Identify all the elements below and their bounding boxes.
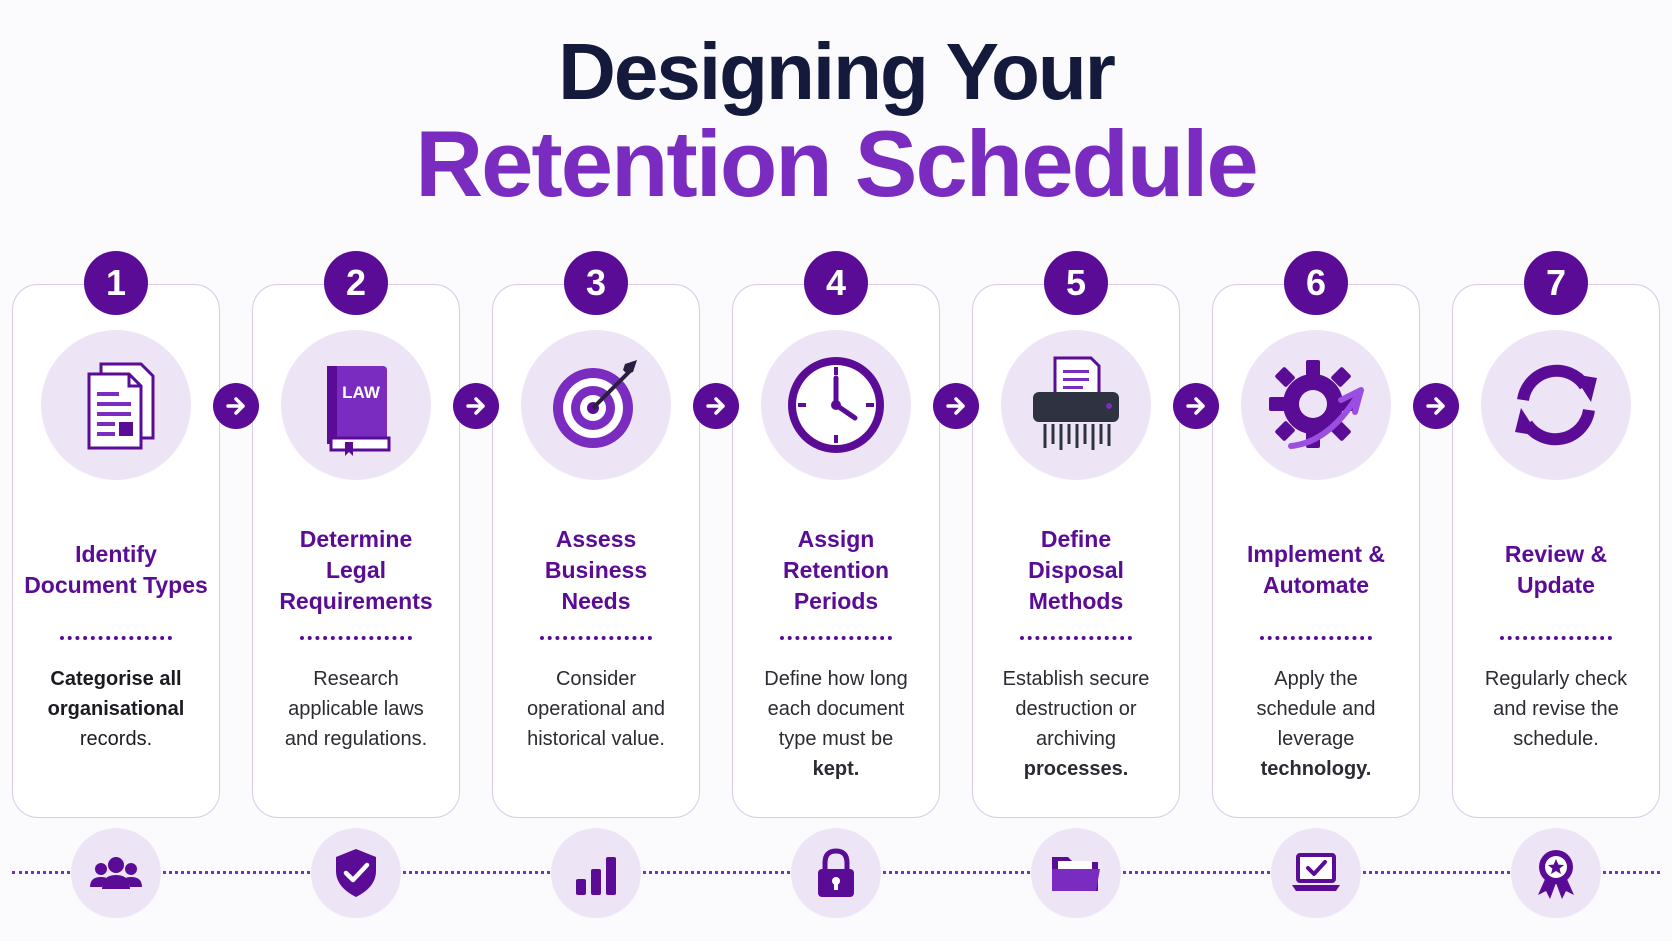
step-icon-circle <box>521 330 671 480</box>
arrow-right-icon <box>1173 383 1219 429</box>
step-icon-circle <box>761 330 911 480</box>
step-description: Define how long each document type must … <box>764 668 908 780</box>
step-number-badge: 6 <box>1284 251 1348 315</box>
dotted-divider <box>1020 636 1132 640</box>
svg-text:LAW: LAW <box>342 383 381 402</box>
refresh-icon <box>1515 364 1597 446</box>
dotted-divider <box>780 636 892 640</box>
step-number-badge: 4 <box>804 251 868 315</box>
step-number-badge: 5 <box>1044 251 1108 315</box>
users-icon <box>90 857 142 889</box>
bottom-icon-circle <box>71 828 161 918</box>
bottom-icon-circle <box>311 828 401 918</box>
arrow-right-icon <box>933 383 979 429</box>
bottom-icon-circle <box>551 828 641 918</box>
step-icon-circle: LAW <box>281 330 431 480</box>
title-line-1: Designing Your <box>558 27 1116 116</box>
lock-icon <box>818 848 854 897</box>
bottom-icon-circle <box>1511 828 1601 918</box>
arrow-right-icon <box>693 383 739 429</box>
step-icon-circle <box>1481 330 1631 480</box>
bar-chart-icon <box>576 857 616 895</box>
dotted-divider <box>540 636 652 640</box>
title-line-2: Retention Schedule <box>415 111 1258 216</box>
award-ribbon-icon <box>1538 850 1574 899</box>
arrow-right-icon <box>453 383 499 429</box>
bottom-icon-circle <box>1271 828 1361 918</box>
arrow-right-icon <box>1413 383 1459 429</box>
bottom-icon-circle <box>1031 828 1121 918</box>
step-icon-circle <box>41 330 191 480</box>
shield-check-icon <box>336 849 376 897</box>
step-title: Implement &Automate <box>1246 541 1386 598</box>
step-number-badge: 1 <box>84 251 148 315</box>
step-description: Consider operational and historical valu… <box>527 668 665 750</box>
dotted-divider <box>300 636 412 640</box>
clock-icon <box>788 357 884 453</box>
dotted-divider <box>1500 636 1612 640</box>
step-description: Apply the schedule and leverage technolo… <box>1256 668 1376 780</box>
dotted-divider <box>1260 636 1372 640</box>
step-description: Establish secure destruction or archivin… <box>1002 668 1150 780</box>
laptop-check-icon <box>1292 853 1340 891</box>
step-number-badge: 7 <box>1524 251 1588 315</box>
target-icon <box>553 360 637 448</box>
step-description: Categorise all organisational records. <box>47 668 185 750</box>
step-icon-circle <box>1241 330 1391 480</box>
step-description: Regularly check and revise the schedule. <box>1484 668 1628 750</box>
law-book-icon: LAW <box>327 366 391 456</box>
document-icon <box>87 362 155 450</box>
step-description: Research applicable laws and regulations… <box>284 668 428 750</box>
folder-icon <box>1052 857 1100 891</box>
arrow-right-icon <box>213 383 259 429</box>
step-title: Review &Update <box>1504 541 1608 598</box>
bottom-icon-circle <box>791 828 881 918</box>
step-icon-circle <box>1001 330 1151 480</box>
dotted-divider <box>60 636 172 640</box>
gear-icon <box>1269 360 1364 449</box>
step-number-badge: 3 <box>564 251 628 315</box>
shredder-icon <box>1033 356 1119 450</box>
step-number-badge: 2 <box>324 251 388 315</box>
